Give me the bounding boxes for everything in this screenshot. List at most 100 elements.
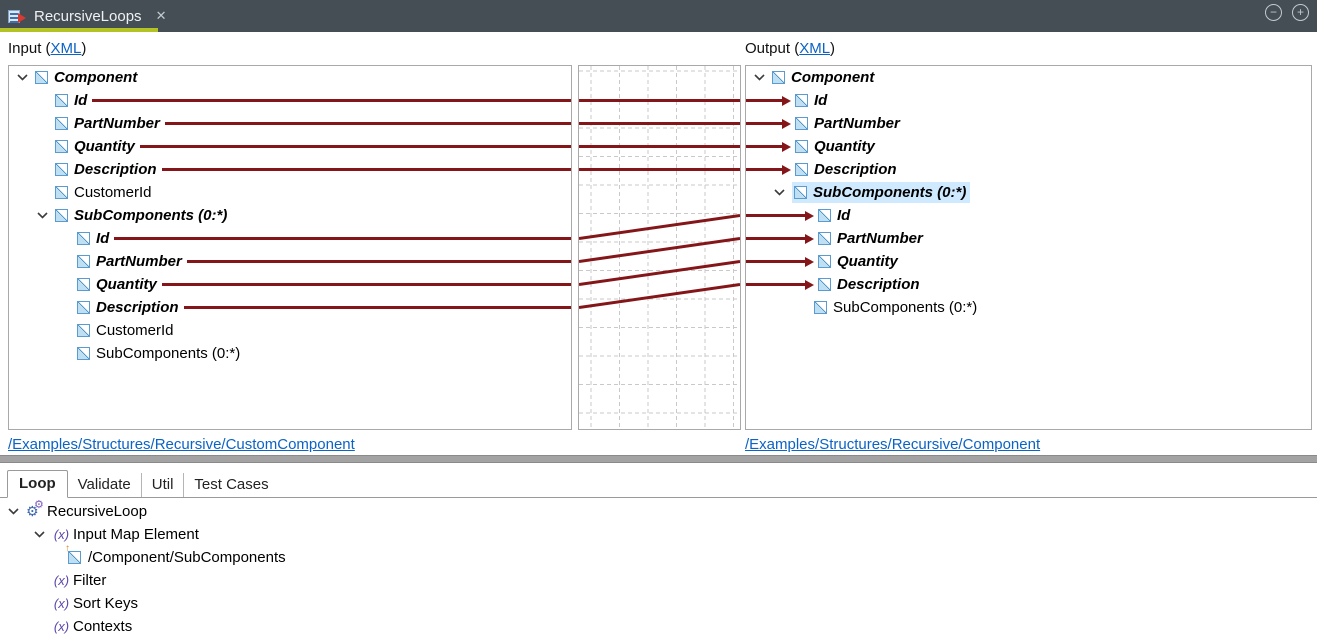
xml-element-icon (814, 301, 827, 314)
output-label-suffix: ) (830, 40, 836, 57)
tree-node-label: PartNumber (96, 253, 182, 270)
input-tree-node-subcomponents-0[interactable]: SubComponents (0:*) (9, 204, 571, 227)
output-schema-path-link[interactable]: /Examples/Structures/Recursive/Component (745, 436, 1041, 453)
expander-chevron-down-icon[interactable] (774, 189, 792, 196)
loop-tree-node-filter[interactable]: (x)Filter (0, 569, 1317, 592)
loop-tree-node-input-map-element[interactable]: (x)Input Map Element (0, 523, 1317, 546)
tab-validate[interactable]: Validate (68, 473, 142, 497)
xml-element-icon (55, 186, 68, 199)
mapping-line (746, 122, 782, 125)
output-xml-link[interactable]: XML (799, 40, 831, 57)
tree-node-label: Filter (73, 572, 107, 589)
function-icon: (x) (53, 596, 70, 611)
expander-chevron-down-icon[interactable] (8, 508, 26, 515)
output-tree-node-partnumber[interactable]: PartNumber (746, 227, 1311, 250)
tab-util[interactable]: Util (142, 473, 185, 497)
output-tree-node-description[interactable]: Description (746, 158, 1311, 181)
output-tree-node-subcomponents-0[interactable]: SubComponents (0:*) (746, 296, 1311, 319)
input-tree-node-quantity[interactable]: Quantity (9, 273, 571, 296)
input-tree-node-id[interactable]: Id (9, 89, 571, 112)
input-label-suffix: ) (81, 40, 87, 57)
expander-chevron-down-icon[interactable] (34, 531, 52, 538)
output-tree-node-partnumber[interactable]: PartNumber (746, 112, 1311, 135)
mapping-line (746, 168, 782, 171)
xml-element-icon (77, 324, 90, 337)
minimize-button[interactable]: − (1265, 4, 1282, 21)
tree-node-label: Component (791, 69, 875, 86)
output-tree-node-id[interactable]: Id (746, 204, 1311, 227)
xml-element-icon (795, 117, 808, 130)
input-xml-link[interactable]: XML (50, 40, 82, 57)
input-tree-node-subcomponents-0[interactable]: SubComponents (0:*) (9, 342, 571, 365)
tree-node-label: SubComponents (0:*) (74, 207, 228, 224)
tree-node-label: /Component/SubComponents (88, 549, 286, 566)
tree-node-label: CustomerId (74, 184, 152, 201)
output-tree-node-component[interactable]: Component (746, 66, 1311, 89)
xml-element-icon (795, 94, 808, 107)
input-tree-node-customerid[interactable]: CustomerId (9, 181, 571, 204)
loop-tree-node-sort-keys[interactable]: (x)Sort Keys (0, 592, 1317, 615)
selected-node-highlight[interactable]: SubComponents (0:*) (792, 182, 971, 203)
output-tree-node-quantity[interactable]: Quantity (746, 250, 1311, 273)
maximize-button[interactable]: + (1292, 4, 1309, 21)
output-tree-node-quantity[interactable]: Quantity (746, 135, 1311, 158)
mapping-connections-canvas (579, 66, 740, 429)
function-icon: (x) (53, 619, 70, 634)
xml-element-icon (77, 278, 90, 291)
mapping-line (161, 168, 571, 171)
xml-element-icon (77, 301, 90, 314)
element-ref-icon: ↑ (65, 543, 81, 564)
input-tree-node-component[interactable]: Component (9, 66, 571, 89)
output-tree-node-description[interactable]: Description (746, 273, 1311, 296)
input-tree-node-partnumber[interactable]: PartNumber (9, 112, 571, 135)
expander-chevron-down-icon[interactable] (17, 74, 35, 81)
tree-node-label: Id (814, 92, 828, 109)
tree-node-label: PartNumber (74, 115, 160, 132)
loop-tree-node-component-subcomponents[interactable]: ↑ /Component/SubComponents (0, 543, 1317, 569)
tab-close-icon[interactable]: ✕ (155, 8, 167, 23)
input-tree-node-description[interactable]: Description (9, 296, 571, 319)
horizontal-splitter[interactable] (0, 455, 1317, 463)
input-schema-path-link[interactable]: /Examples/Structures/Recursive/CustomCom… (8, 436, 355, 453)
input-tree-node-customerid[interactable]: CustomerId (9, 319, 571, 342)
tree-node-label: Description (74, 161, 157, 178)
input-tree-node-partnumber[interactable]: PartNumber (9, 250, 571, 273)
expander-chevron-down-icon[interactable] (754, 74, 772, 81)
tab-loop[interactable]: Loop (7, 470, 68, 498)
document-tab[interactable]: RecursiveLoops ✕ (0, 0, 180, 32)
tree-node-label: Sort Keys (73, 595, 139, 612)
loop-settings-tree: ⚙⚙RecursiveLoop(x)Input Map Element↑ /Com… (0, 499, 1317, 638)
loop-tree-node-recursiveloop[interactable]: ⚙⚙RecursiveLoop (0, 499, 1317, 523)
mapping-line (161, 283, 571, 286)
xml-element-icon (55, 117, 68, 130)
mapping-arrowhead-icon (782, 164, 791, 175)
mapping-line (164, 122, 571, 125)
tree-node-label: SubComponents (0:*) (813, 184, 967, 201)
tree-node-label: Id (74, 92, 88, 109)
xml-element-icon (77, 255, 90, 268)
tab-test-cases[interactable]: Test Cases (194, 476, 269, 493)
tree-node-label: Description (814, 161, 897, 178)
output-tree-node-id[interactable]: Id (746, 89, 1311, 112)
output-label-text: Output ( (745, 40, 800, 57)
tree-node-label: Description (96, 299, 179, 316)
mapping-line (186, 260, 571, 263)
xml-element-icon (77, 347, 90, 360)
input-tree-node-quantity[interactable]: Quantity (9, 135, 571, 158)
tree-node-label: Quantity (96, 276, 157, 293)
tree-node-label: RecursiveLoop (47, 503, 148, 520)
expander-chevron-down-icon[interactable] (37, 212, 55, 219)
mapping-line (746, 260, 805, 263)
xml-element-icon (55, 94, 68, 107)
xml-element-icon (55, 140, 68, 153)
loop-tree-node-contexts[interactable]: (x)Contexts (0, 615, 1317, 638)
mapping-line (92, 99, 571, 102)
mapping-line (139, 145, 571, 148)
tree-node-label: Quantity (74, 138, 135, 155)
output-tree-node-subcomponents-0[interactable]: SubComponents (0:*) (746, 181, 1311, 204)
input-tree-node-id[interactable]: Id (9, 227, 571, 250)
xml-element-icon (35, 71, 48, 84)
input-tree-node-description[interactable]: Description (9, 158, 571, 181)
xml-element-icon (818, 209, 831, 222)
